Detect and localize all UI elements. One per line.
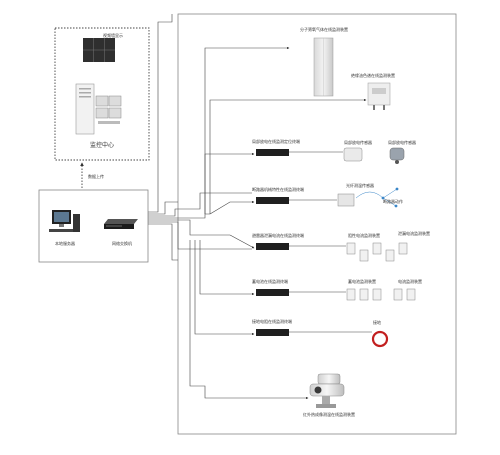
branch-4-sensor-b-label: 断路器动作 xyxy=(383,198,403,204)
sensor-links xyxy=(289,151,372,333)
host-units xyxy=(256,149,289,336)
video-wall-icon xyxy=(83,38,115,62)
branch-3-sensor-icons xyxy=(343,147,405,164)
local-station-box xyxy=(38,189,149,263)
branch-8-device-label: 红外热成像测温在线监测装置 xyxy=(303,411,355,417)
branch-6-sensor-a-label: 蓄电池监测装置 xyxy=(348,278,376,284)
branch-4-host-icon xyxy=(256,197,289,204)
branch-3-host-icon xyxy=(256,149,289,156)
branch-7-coil-icon xyxy=(371,330,389,348)
network-switch-icon xyxy=(104,219,138,229)
branch-7-host-label: 接地电阻在线监测终端 xyxy=(252,318,292,324)
branch-1-device-label: 分子筛氧气体在线监测装置 xyxy=(300,26,348,32)
branch-3-sensor-b-label: 局部放电传感器 xyxy=(388,139,416,145)
branch-7-host-icon xyxy=(256,329,289,336)
gas-monitor-cabinet-icon xyxy=(313,37,334,97)
branch-3-sensor-a-label: 局部放电传感器 xyxy=(344,139,372,145)
fanout-lines xyxy=(148,14,252,261)
monitor-center-label: 监控中心 xyxy=(90,141,114,149)
branch-5-sensor-a-label: 阻性电流监测装置 xyxy=(348,232,380,238)
server-label: 本地服务器 xyxy=(55,240,75,246)
branch-6-host-label: 蓄电池在线监测终端 xyxy=(252,278,288,284)
branch-5-sensor-icons xyxy=(346,242,408,262)
monitor-center-box xyxy=(54,27,150,161)
video-wall-label: 视频墙显示 xyxy=(103,32,123,38)
branch-2-device-label: 绝缘油色谱在线监测装置 xyxy=(351,72,395,78)
monitor-workstation-icon xyxy=(75,83,122,135)
upload-label: 数据上传 xyxy=(88,173,104,179)
branch-4-host-label: 断路器机械特性在线监测终端 xyxy=(252,186,304,192)
branch-5-sensor-b-label: 泄漏电流监测装置 xyxy=(398,230,430,236)
branch-6-host-icon xyxy=(256,289,289,296)
switch-label: 网络交换机 xyxy=(112,240,132,246)
branch-5-host-icon xyxy=(256,243,289,250)
branch-3-host-label: 局部放电在线监测定位终端 xyxy=(252,138,300,144)
server-computer-icon xyxy=(49,210,80,232)
branch-6-sensor-icons xyxy=(346,288,416,301)
thermal-camera-icon xyxy=(309,373,345,408)
branch-4-sensor-icons xyxy=(337,187,399,208)
oil-chromatography-icon xyxy=(367,82,391,110)
branch-5-host-label: 避雷器泄漏电流在线监测终端 xyxy=(252,232,304,238)
branch-lines xyxy=(189,46,367,400)
branch-7-sensor-a-label: 接地 xyxy=(373,319,381,325)
branch-6-sensor-b-label: 电流监测装置 xyxy=(398,278,422,284)
branch-4-sensor-a-label: 光纤测温传感器 xyxy=(346,182,374,188)
